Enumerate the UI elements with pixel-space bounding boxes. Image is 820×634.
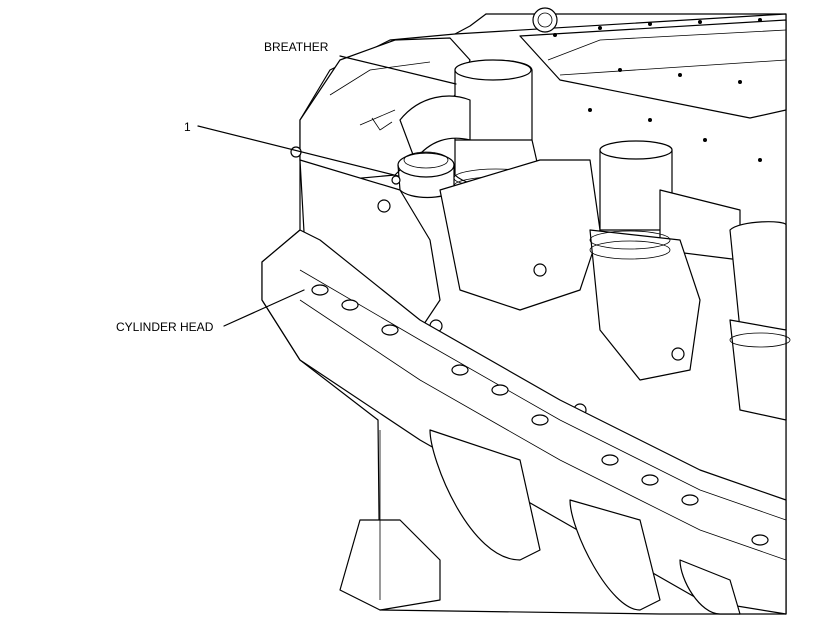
manifold-housings bbox=[299, 140, 791, 421]
breather-label: BREATHER bbox=[264, 40, 329, 54]
cylinder-head-label: CYLINDER HEAD bbox=[116, 320, 214, 334]
item-1-leader bbox=[197, 125, 399, 177]
breather-leader bbox=[339, 55, 457, 85]
leader-lines bbox=[197, 55, 457, 327]
item-1-label: 1 bbox=[184, 120, 191, 134]
cylinder-head-leader bbox=[223, 289, 305, 327]
breather-assembly bbox=[399, 59, 541, 196]
cylinder-head-flanges bbox=[261, 229, 787, 615]
lower-block-ports bbox=[339, 429, 741, 615]
